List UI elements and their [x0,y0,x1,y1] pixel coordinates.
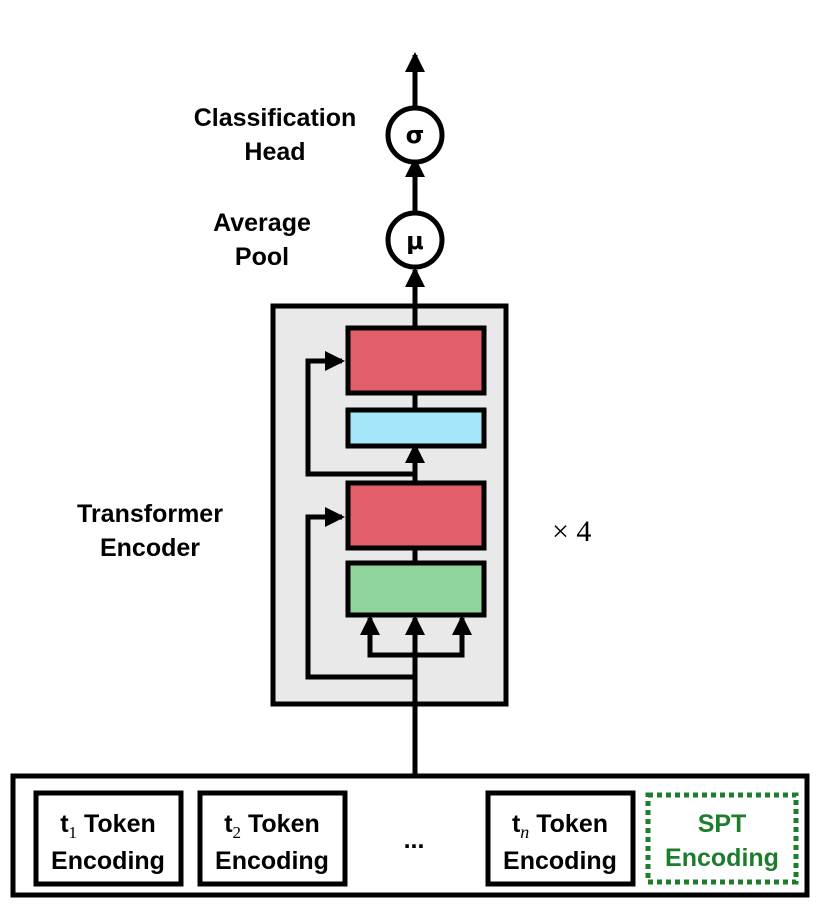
token-1-line2: Encoding [51,847,165,875]
average-pool-node [385,210,445,270]
spt-line2: Encoding [665,844,779,872]
transformer-encoder-line1: Transformer [77,500,223,528]
feedforward-block [345,407,487,449]
residual-connection-upper [305,351,415,477]
token-1-line1: t1 Token [60,810,156,842]
average-pool-label: Average Pool [202,206,322,274]
classification-head-node [385,105,445,165]
transformer-encoder-line2: Encoder [99,534,201,562]
token-2-line1: t2 Token [224,810,320,842]
spt-encoding-box [645,792,799,885]
mu-symbol: μ [406,227,424,255]
classification-head-label: Classification Head [175,101,375,169]
classification-head-line2: Head [244,138,306,166]
token-encoding-box-2 [197,790,348,887]
repeat-times-label: × 4 [552,515,592,548]
ellipsis: ... [404,826,425,854]
token-2-line2: Encoding [215,847,329,875]
classification-head-line1: Classification [193,104,357,132]
feedforward-add-norm-block [345,325,487,396]
transformer-encoder-label: Transformer Encoder [50,497,250,565]
multi-head-attention-block [345,560,487,618]
attention-add-norm-block [345,480,487,551]
token-encoding-box-1 [33,790,184,887]
token-n-line1: tn Token [512,810,608,842]
average-pool-line1: Average [213,209,311,237]
spt-line1: SPT [698,810,747,838]
token-n-line2: Encoding [503,847,617,875]
residual-connection-lower [305,507,415,680]
average-pool-line2: Pool [234,243,290,271]
token-encoding-box-n [485,790,636,887]
sigma-symbol: σ [406,121,425,149]
